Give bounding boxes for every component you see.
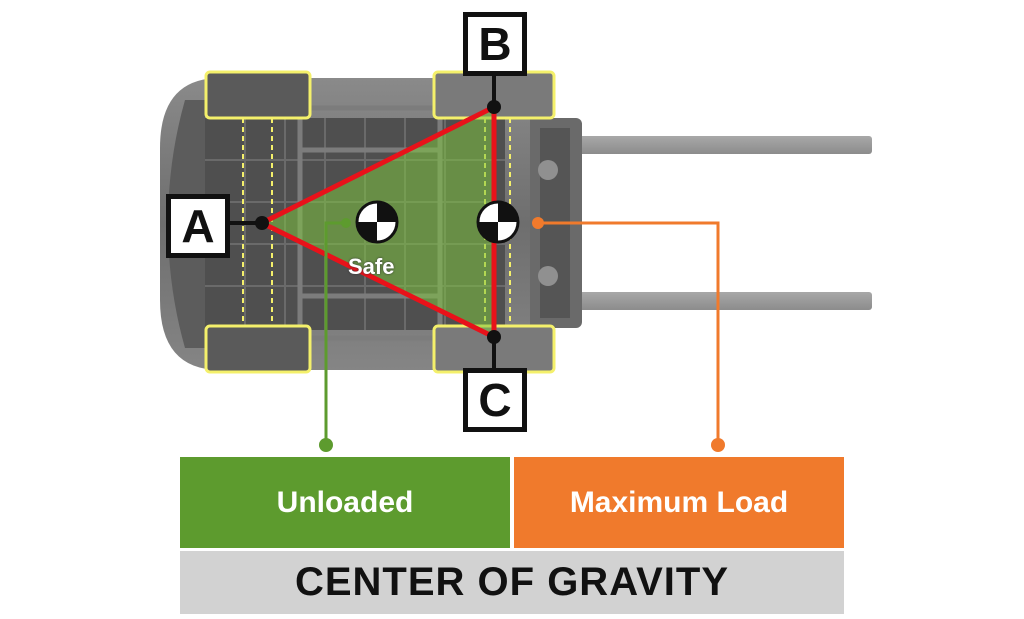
center-of-gravity-marker-icon: [355, 200, 399, 244]
point-a-dot: [255, 216, 269, 230]
maxload-leader-dot: [711, 438, 725, 452]
maxload-leader-line: [538, 221, 720, 445]
point-c-dot: [487, 330, 501, 344]
point-c-label: C: [463, 368, 527, 432]
point-a-label: A: [166, 194, 230, 258]
center-of-gravity-title: CENTER OF GRAVITY: [180, 551, 844, 614]
upper-fork: [560, 136, 872, 154]
rear-right-wheel: [204, 324, 312, 374]
center-of-gravity-marker-icon: [476, 200, 520, 244]
unloaded-banner: Unloaded: [180, 457, 510, 548]
safe-label: Safe: [348, 254, 395, 279]
maximum-load-banner: Maximum Load: [514, 457, 844, 548]
point-b-label: B: [463, 12, 527, 76]
point-b-dot: [487, 100, 501, 114]
rear-left-wheel: [204, 70, 312, 120]
unloaded-leader-dot: [319, 438, 333, 452]
lower-fork: [560, 292, 872, 310]
unloaded-leader-line: [324, 221, 346, 445]
